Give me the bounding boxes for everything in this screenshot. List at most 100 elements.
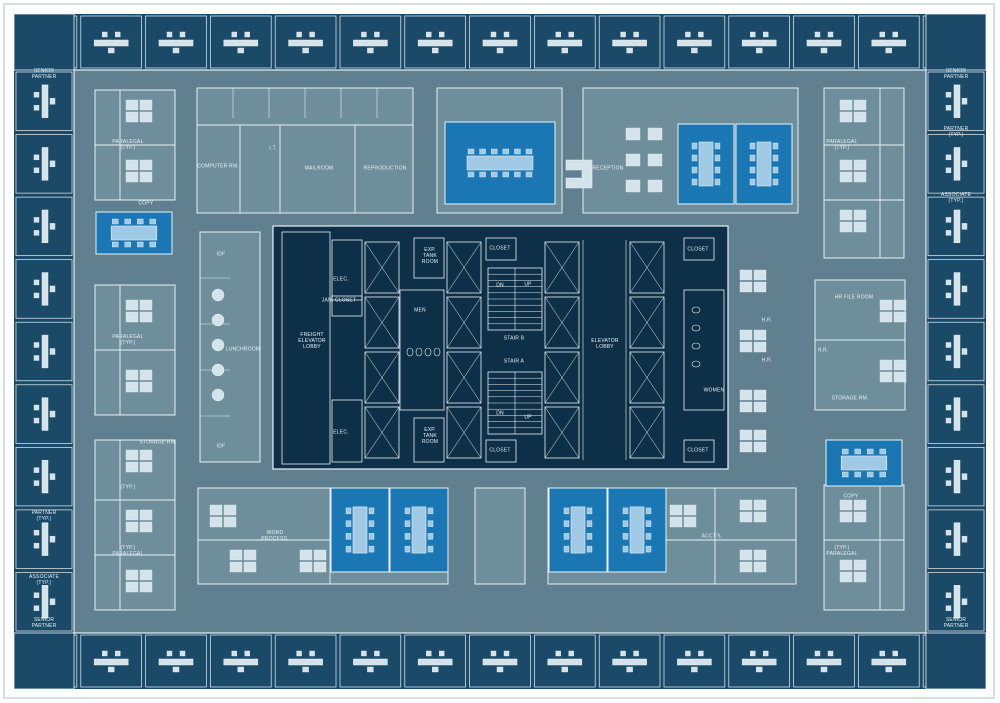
chair [33,92,40,98]
workstation [125,569,139,581]
elevator-shaft [364,241,400,294]
corner-office [13,13,75,71]
conference-chair [149,241,157,248]
chair [374,31,380,38]
chair [945,529,952,536]
chair [633,650,639,657]
wall-line [629,241,665,294]
conference-chair [514,171,521,178]
chair [945,592,952,598]
perimeter-office [663,15,726,69]
chair [879,31,885,38]
chair [33,292,40,299]
perimeter-office [210,15,272,69]
chair [432,47,439,54]
conference-chair [867,471,874,478]
workstation [139,569,153,581]
workstation [299,549,313,561]
label-paralegal-ml: PARALEGAL(TYP.) [112,334,143,346]
conference-chair [427,533,434,540]
fixture [691,324,701,332]
perimeter-office [927,384,985,444]
conference-chair [645,533,652,540]
conference-chair [622,545,629,553]
conference-table [466,155,534,171]
chair [309,31,315,38]
workstation [739,561,753,573]
chair [568,31,574,38]
lobby-chair [625,153,641,167]
label-typ-bl: (TYP.) [121,484,136,490]
chair [750,31,756,38]
chair [439,650,445,657]
lobby-chair [647,179,663,193]
conference-table [570,506,586,554]
elevator-shaft [629,351,665,404]
chair [961,598,968,605]
label-dn-top: DN [496,282,504,288]
chair [49,473,56,480]
workstation [139,111,153,123]
chair [237,666,245,673]
jan-closet [331,295,363,317]
conference-chair [502,148,509,155]
workstation [139,311,153,323]
label-up-top: UP [524,281,532,287]
chair [166,650,173,657]
conference-chair [749,154,756,162]
desk [677,39,712,47]
label-closet-2: CLOSET [489,447,510,453]
conference-chair [772,142,779,150]
lunch-table [211,363,225,377]
conference-chair [586,507,593,515]
chair [626,47,633,54]
chair [885,47,892,54]
chair [756,666,763,673]
desk [953,84,961,118]
label-copy-right: COPY [844,493,859,499]
workstation [125,381,139,393]
workstation [125,369,139,381]
conference-chair [714,178,721,186]
chair [820,666,828,673]
workstation [313,549,327,561]
chair [698,31,704,38]
conference-chair [691,154,698,162]
chair [101,31,108,38]
label-stair-a: STAIR A [504,358,525,364]
chair [179,31,186,38]
perimeter-office [80,634,142,688]
workstation [139,99,153,111]
workstation [753,549,767,561]
label-hr-3: H.R. [818,347,829,353]
desk [41,522,49,556]
workstation [753,561,767,573]
conference-chair [368,507,375,515]
perimeter-office [15,446,73,507]
chair [763,650,769,657]
conference-room [444,121,556,205]
conference-chair [563,533,570,540]
label-paralegal-tl: PARALEGAL(TYP.) [112,139,143,151]
workstation [139,449,153,461]
chair [945,167,952,174]
workstation [753,329,767,341]
conference-chair [645,520,652,527]
workstation [839,571,853,583]
desk [482,658,518,666]
desk [223,658,259,666]
label-accts: ACCT'S. [702,533,723,539]
perimeter-office [15,196,73,257]
label-closet-3: CLOSET [687,246,708,252]
workstation [739,511,753,523]
wall-line [544,406,580,459]
chair [49,160,56,168]
desk [612,39,647,47]
chair [231,650,238,657]
desk [547,39,583,47]
chair [33,542,40,549]
workstation [739,269,753,281]
workstation [753,511,767,523]
perimeter-office [927,509,985,569]
workstation [139,369,153,381]
